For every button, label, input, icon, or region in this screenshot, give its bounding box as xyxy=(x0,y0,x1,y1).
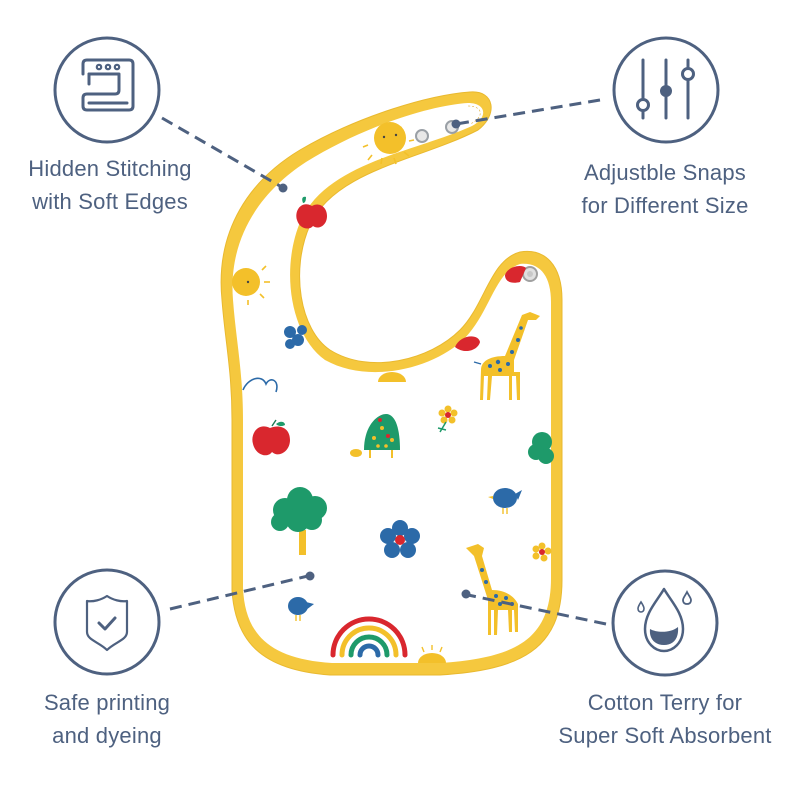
feature-label-safe-printing: Safe printing and dyeing xyxy=(43,690,171,748)
cloud-print xyxy=(242,377,278,393)
giraffe-print xyxy=(473,312,540,400)
sun-print xyxy=(232,265,270,305)
connector-adjustable-snaps xyxy=(455,98,601,126)
feature-label-cotton-terry: Cotton Terry for Super Soft Absorbent xyxy=(558,690,772,748)
feature-label-hidden-stitching: Hidden Stitching with Soft Edges xyxy=(28,156,192,214)
heart-print xyxy=(455,336,480,352)
apple-print xyxy=(252,419,290,456)
apple-print xyxy=(296,196,327,229)
sun-print xyxy=(362,122,415,165)
water-drop-icon xyxy=(611,569,719,677)
connector-lines xyxy=(161,98,607,626)
shield-check-icon xyxy=(53,568,161,676)
tree-print xyxy=(271,487,327,555)
connector-cotton-terry xyxy=(467,593,607,626)
connector-hidden-stitching xyxy=(161,116,281,188)
sliders-icon xyxy=(612,36,720,144)
turtle-print xyxy=(350,414,400,458)
rainbow-print xyxy=(330,616,408,658)
connector-safe-printing xyxy=(169,574,309,611)
sun-print xyxy=(378,372,446,663)
feature-label-adjustable-snaps: Adjustble Snaps for Different Size xyxy=(581,160,749,218)
bird-print xyxy=(288,597,314,621)
flower-print xyxy=(284,325,307,349)
sewing-machine-icon xyxy=(53,36,161,144)
flower-print xyxy=(532,542,552,562)
snap-button xyxy=(415,120,538,282)
tree-print xyxy=(528,432,554,464)
flower-print xyxy=(380,520,420,558)
bird-print xyxy=(488,488,522,514)
flower-print xyxy=(437,405,458,433)
